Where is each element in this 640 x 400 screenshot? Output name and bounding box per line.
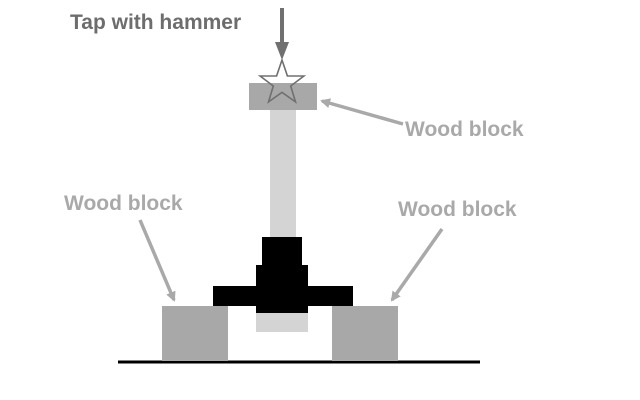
star-icon (257, 57, 307, 104)
tap-with-hammer-label: Tap with hammer (70, 11, 241, 34)
arrow-down-icon (275, 8, 289, 60)
black-stand (213, 237, 353, 313)
top-wood-block (249, 83, 317, 110)
right-wood-block (332, 306, 398, 361)
right-wood-block-label: Wood block (398, 198, 517, 221)
vertical-rod (270, 110, 296, 240)
left-wood-block-label: Wood block (64, 192, 183, 215)
right-block-pointer-arrow (390, 227, 444, 302)
top-block-pointer-arrow (320, 98, 404, 126)
left-block-pointer-arrow (138, 219, 176, 302)
top-wood-block-label: Wood block (405, 118, 524, 141)
left-wood-block (162, 306, 228, 361)
rod-bottom-segment (256, 312, 308, 332)
